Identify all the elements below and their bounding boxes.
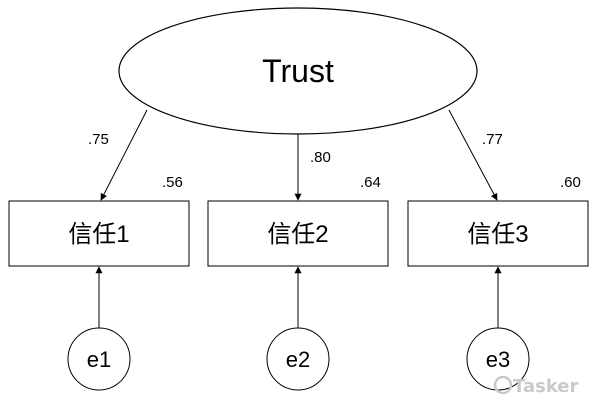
indicator-box-3 [407, 200, 589, 267]
loading-arrow-3 [448, 109, 498, 201]
loading-value-3: .77 [482, 131, 503, 148]
watermark-text: Tasker [513, 376, 579, 397]
indicator-box-1 [8, 200, 190, 267]
r2-value-3: .60 [560, 174, 581, 191]
latent-label: Trust [262, 53, 334, 89]
error-label-2: e2 [286, 347, 310, 372]
loading-arrow-1 [100, 109, 148, 201]
watermark-icon [493, 375, 513, 395]
error-label-3: e3 [486, 347, 510, 372]
error-circle-2 [266, 327, 330, 391]
indicator-box-2 [207, 200, 389, 267]
watermark-logo: Tasker [493, 375, 579, 397]
loading-value-2: .80 [310, 149, 331, 166]
error-label-1: e1 [87, 347, 111, 372]
indicator-label-1: 信任1 [68, 221, 129, 248]
indicator-label-3: 信任3 [467, 221, 528, 248]
loading-value-1: .75 [88, 131, 109, 148]
indicator-label-2: 信任2 [267, 221, 328, 248]
r2-value-2: .64 [360, 174, 381, 191]
error-circle-1 [67, 327, 131, 391]
r2-value-1: .56 [162, 174, 183, 191]
